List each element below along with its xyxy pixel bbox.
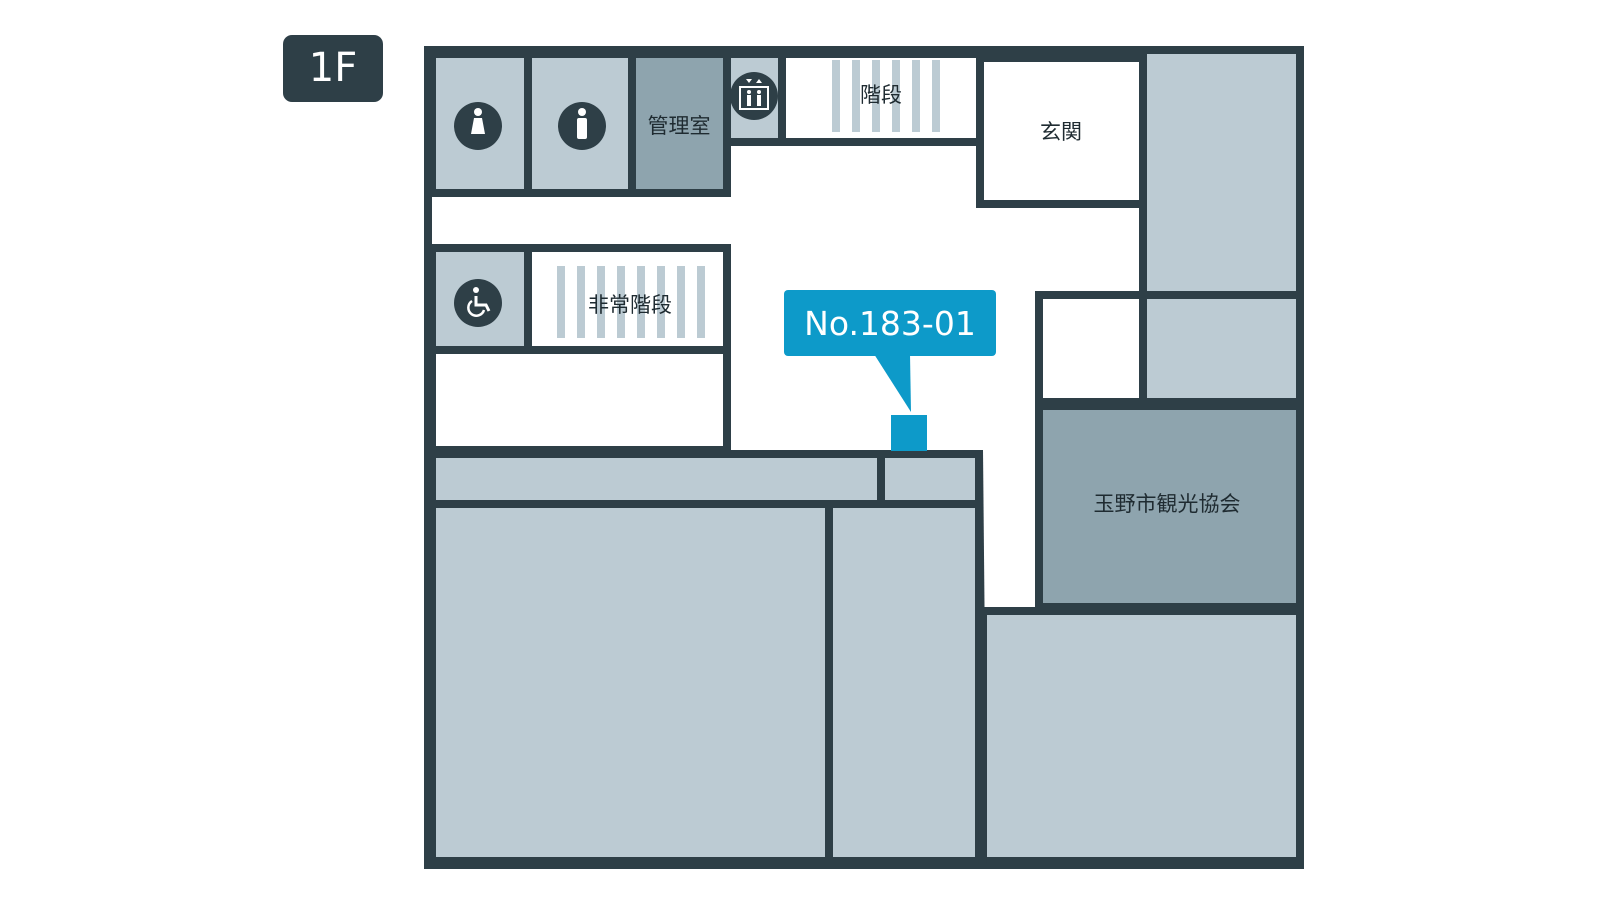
- lower-strip-room: [428, 450, 885, 508]
- right-middle-room: [1139, 291, 1304, 406]
- stairs-label: 階段: [860, 83, 902, 107]
- stairs-room: [778, 50, 984, 146]
- entrance-room: [976, 54, 1147, 208]
- entrance-label: 玄関: [1040, 120, 1082, 144]
- lower-middle-room: [825, 500, 983, 865]
- floor-label-badge: 1F: [283, 35, 383, 102]
- right-upper-room: [1139, 46, 1304, 299]
- elevator-icon: [730, 72, 778, 120]
- management-room-label: 管理室: [648, 114, 711, 138]
- emergency-stairs-treads: [557, 266, 705, 338]
- male-restroom-icon: [558, 102, 606, 150]
- management-room: [628, 50, 731, 197]
- marker-label: No.183-01: [804, 304, 976, 343]
- marker-pointer: [874, 354, 911, 412]
- lower-wall: [975, 449, 987, 866]
- tourism-association-label: 玉野市観光協会: [1094, 492, 1241, 516]
- location-marker[interactable]: No.183-01: [784, 290, 996, 451]
- large-lower-right-room: [979, 607, 1304, 865]
- marker-point: [891, 415, 927, 451]
- wheelchair-icon: [454, 279, 502, 327]
- female-restroom-icon: [454, 102, 502, 150]
- tourism-association-room: [1035, 402, 1304, 611]
- small-white-room: [1035, 291, 1147, 406]
- emergency-stairs-label: 非常階段: [588, 293, 672, 317]
- large-lower-left-room: [428, 500, 833, 865]
- left-white-room: [428, 346, 731, 454]
- marker-callout: [784, 290, 996, 356]
- stairs-treads: [832, 60, 940, 132]
